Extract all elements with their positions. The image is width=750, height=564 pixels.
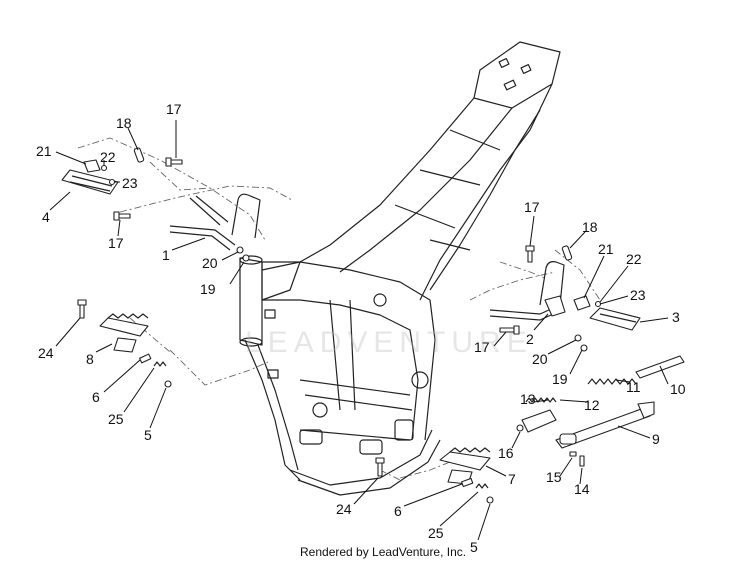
callout-17: 17 bbox=[108, 235, 124, 251]
callout-1: 1 bbox=[162, 247, 170, 263]
watermark-text: LEADVENTURE bbox=[245, 326, 533, 359]
callout-23: 23 bbox=[122, 175, 138, 191]
callout-19: 19 bbox=[200, 281, 216, 297]
callout-12: 12 bbox=[584, 397, 600, 413]
callout-6: 6 bbox=[92, 389, 100, 405]
motorcycle-frame bbox=[239, 41, 561, 496]
callout-10: 10 bbox=[670, 381, 686, 397]
callout-24: 24 bbox=[336, 501, 352, 517]
footer-credit: Rendered by LeadVenture, Inc. bbox=[300, 545, 466, 559]
callout-15: 15 bbox=[546, 469, 562, 485]
callout-labels: 17 18 21 22 23 4 17 1 20 19 24 8 6 25 5 … bbox=[36, 101, 686, 555]
callout-7: 7 bbox=[508, 471, 516, 487]
dashed-reference-lines bbox=[77, 137, 601, 481]
callout-5: 5 bbox=[144, 427, 152, 443]
callout-16: 16 bbox=[498, 445, 514, 461]
callout-11: 11 bbox=[626, 379, 641, 395]
callout-17: 17 bbox=[524, 199, 540, 215]
callout-18: 18 bbox=[116, 115, 132, 131]
left-lower-footpeg bbox=[77, 299, 172, 388]
callout-18: 18 bbox=[582, 219, 598, 235]
callout-23: 23 bbox=[630, 287, 646, 303]
callout-19: 19 bbox=[552, 371, 568, 387]
callout-20: 20 bbox=[532, 351, 548, 367]
callout-8: 8 bbox=[86, 351, 94, 367]
callout-6: 6 bbox=[394, 503, 402, 519]
callout-22: 22 bbox=[626, 251, 642, 267]
callout-22: 22 bbox=[100, 149, 116, 165]
callout-21: 21 bbox=[36, 143, 52, 159]
callout-17: 17 bbox=[166, 101, 182, 117]
callout-14: 14 bbox=[574, 481, 590, 497]
callout-21: 21 bbox=[598, 241, 614, 257]
callout-5: 5 bbox=[470, 539, 478, 555]
callout-3: 3 bbox=[672, 309, 680, 325]
right-lower-footpeg bbox=[375, 447, 494, 504]
callout-24: 24 bbox=[38, 345, 54, 361]
callout-9: 9 bbox=[652, 431, 660, 447]
sidestand-assembly bbox=[516, 355, 685, 467]
callout-25: 25 bbox=[108, 411, 124, 427]
callout-17: 17 bbox=[474, 339, 490, 355]
right-footpeg-assembly bbox=[489, 245, 641, 352]
callout-4: 4 bbox=[42, 209, 50, 225]
left-footpeg-assembly bbox=[61, 147, 261, 262]
callout-20: 20 bbox=[202, 255, 218, 271]
callout-25: 25 bbox=[428, 525, 444, 541]
leader-lines bbox=[49, 120, 669, 541]
callout-13: 13 bbox=[520, 391, 536, 407]
callout-2: 2 bbox=[526, 331, 534, 347]
